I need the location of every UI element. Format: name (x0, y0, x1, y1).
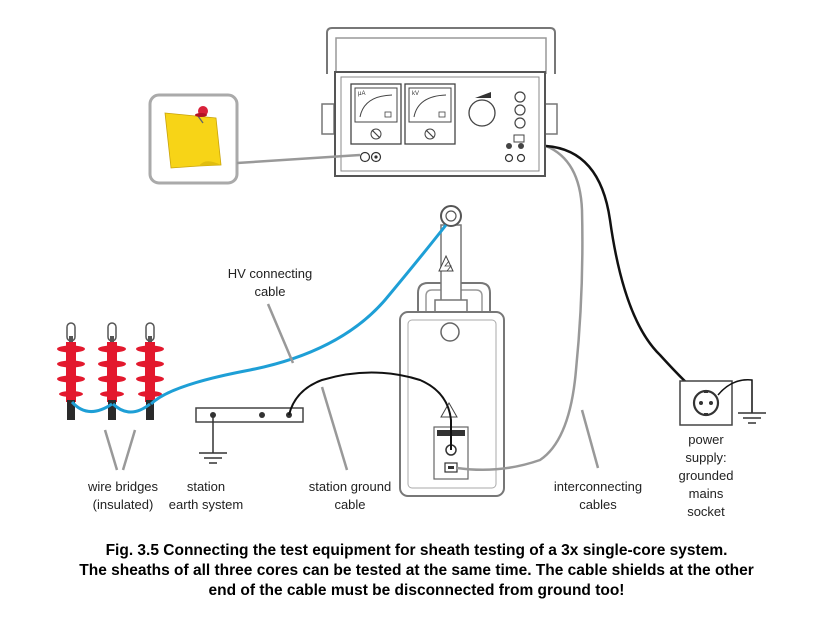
earth-terminal (359, 151, 371, 163)
hv-cable-label-line1: HV connecting (228, 266, 313, 281)
caption-line1: Fig. 3.5 Connecting the test equipment f… (105, 542, 728, 559)
interconnecting-cable (456, 144, 584, 472)
power-label-line5: socket (687, 504, 725, 519)
power-label-line4: mains (689, 486, 724, 501)
meter2-unit: kV (412, 91, 419, 97)
control-button[interactable] (514, 91, 526, 103)
figure-caption: Fig. 3.5 Connecting the test equipment f… (0, 541, 833, 601)
voltage-knob[interactable] (468, 92, 496, 127)
wire-bridges-label-line2: (insulated) (93, 497, 154, 512)
caption-line2: The sheaths of all three cores can be te… (79, 562, 754, 579)
wire-bridge (70, 400, 113, 413)
wire-bridge (111, 402, 151, 414)
note-icon (148, 93, 239, 185)
power-label-line2: supply: (685, 450, 726, 465)
hv-cable-label-line2: cable (254, 284, 285, 299)
wire-bridges-label-line1: wire bridges (87, 479, 159, 494)
leader-lines (103, 303, 600, 471)
station-earth-bar (195, 407, 304, 464)
station-earth-label-line2: earth system (169, 497, 243, 512)
control-button[interactable] (514, 104, 526, 116)
power-socket (679, 379, 766, 426)
insulator (57, 322, 85, 420)
button-column (504, 91, 526, 163)
insulator (136, 322, 164, 420)
power-label-line1: power (688, 432, 724, 447)
connection-diagram: μA kV (57, 27, 766, 519)
hv-test-unit (399, 205, 505, 497)
hv-connecting-cable (149, 224, 448, 406)
voltage-meter: kV (404, 83, 456, 145)
insulator (98, 322, 126, 420)
current-meter: μA (350, 83, 402, 145)
meter1-unit: μA (358, 91, 365, 97)
caption-line3: end of the cable must be disconnected fr… (208, 582, 625, 599)
station-ground-cable (288, 371, 452, 450)
cable-terminations (57, 322, 164, 420)
control-unit: μA kV (321, 27, 558, 177)
ground-cable-label-line2: cable (334, 497, 365, 512)
ground-cable-label-line1: station ground (309, 479, 391, 494)
station-earth-label-line1: station (187, 479, 225, 494)
interconnecting-label-line1: interconnecting (554, 479, 642, 494)
power-label-line3: grounded (679, 468, 734, 483)
interconnecting-cable (545, 144, 705, 400)
control-button[interactable] (514, 117, 526, 129)
interconnecting-label-line2: cables (579, 497, 617, 512)
